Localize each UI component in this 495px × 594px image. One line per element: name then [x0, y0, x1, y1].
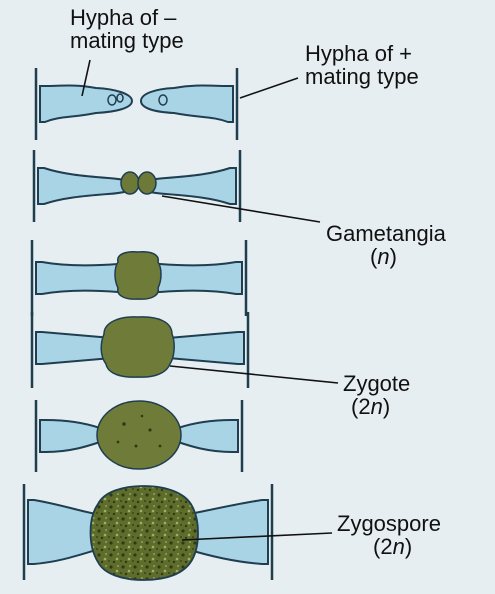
gametangia-label-ploidy: (n)	[370, 244, 397, 269]
stage-6-zygospore	[22, 484, 274, 581]
minus-hypha-label: Hypha of – mating type	[70, 6, 184, 52]
gametangia-label: Gametangia (n)	[326, 222, 446, 268]
plus-nucleus-icon	[158, 94, 168, 106]
gametangia-label-name: Gametangia	[326, 221, 446, 246]
plus-hypha-label: Hypha of + mating type	[305, 42, 419, 88]
zygote-icon	[100, 316, 175, 378]
zygospore-leader-line	[181, 532, 333, 541]
stage-5-maturing-zygote	[34, 400, 244, 472]
plus-hypha-label-line-2: mating type	[305, 64, 419, 89]
minus-nucleus-icon-2	[116, 93, 124, 103]
minus-nucleus-icon	[107, 94, 117, 106]
zygote-label-name: Zygote	[343, 371, 411, 396]
stage-2-hypha-body	[37, 167, 237, 205]
stage-3-fusion	[30, 240, 248, 316]
zygote-label: Zygote (2n)	[343, 372, 410, 418]
stage-1-hyphae-approaching	[34, 68, 239, 140]
gametangium-left-icon	[120, 171, 140, 195]
stage-2-gametangia	[32, 150, 242, 222]
zygospore-label-name: Zygospore	[337, 511, 441, 536]
leader-lines	[81, 59, 339, 541]
zygospore-label-ploidy: (2n)	[373, 534, 413, 559]
zygospore-icon	[89, 485, 199, 581]
plus-hypha-leader-line	[239, 77, 299, 99]
fused-gametangia-icon	[114, 251, 162, 300]
plus-hypha-label-line-1: Hypha of +	[305, 41, 413, 66]
zygote-label-ploidy: (2n)	[351, 394, 391, 419]
gametangia-leader-line	[161, 195, 321, 223]
gametangium-right-icon	[137, 171, 157, 195]
minus-hypha-label-line-1: Hypha of –	[70, 5, 177, 30]
plus-hypha	[139, 84, 234, 123]
maturing-zygote-icon	[96, 400, 182, 470]
stage-4-zygote	[30, 312, 250, 388]
minus-hypha-label-line-2: mating type	[70, 28, 184, 53]
minus-hypha	[39, 84, 134, 123]
zygote-leader-line	[169, 365, 339, 384]
minus-hypha-leader-line	[81, 59, 91, 97]
zygospore-label: Zygospore (2n)	[337, 512, 441, 558]
